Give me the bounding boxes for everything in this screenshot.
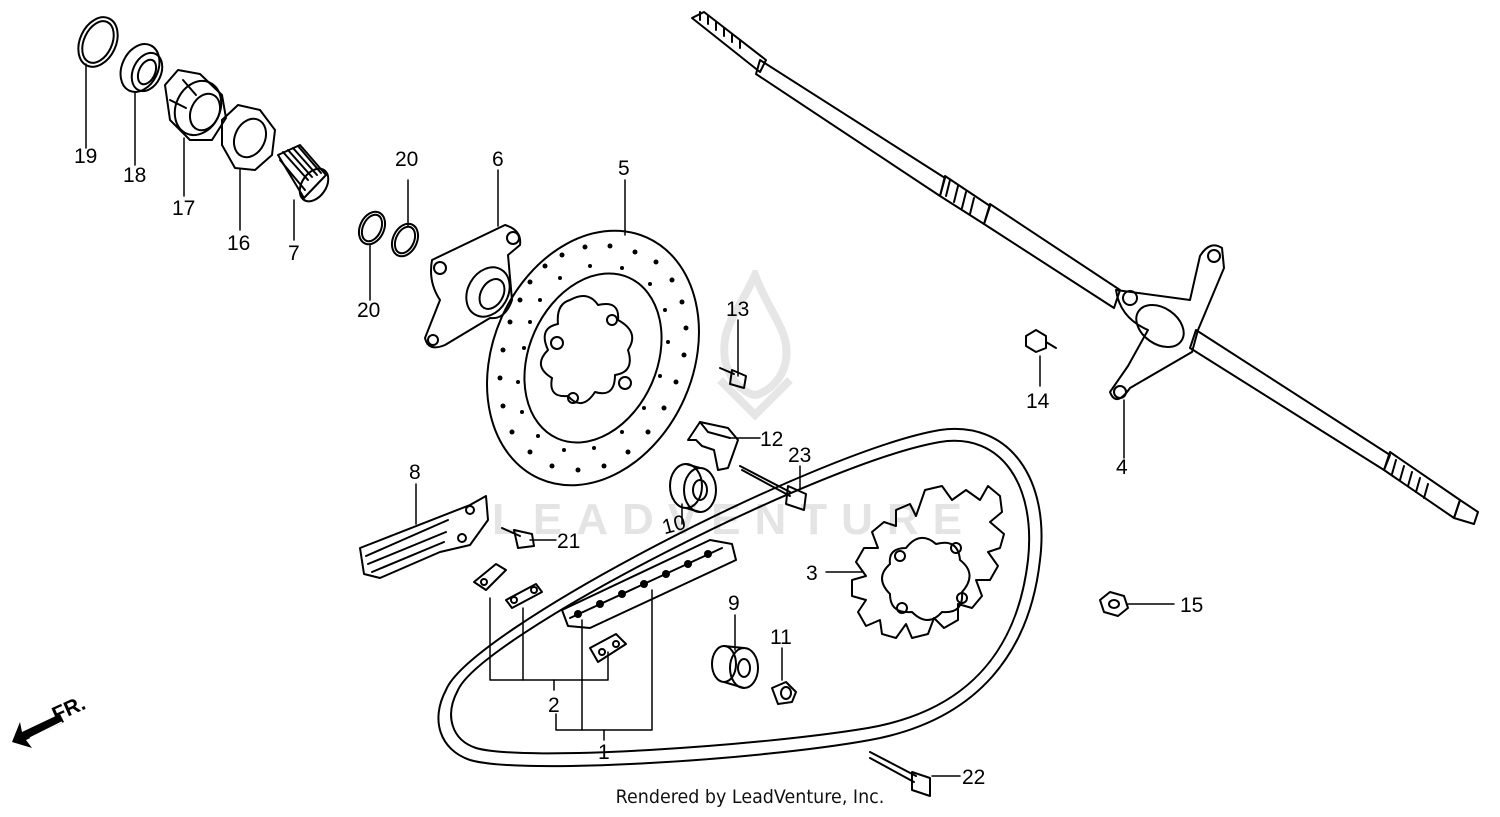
callout-2: 2 — [548, 694, 560, 717]
part-14-nut — [1025, 329, 1057, 353]
leader-lines — [85, 63, 1175, 777]
part-4-hub-flange — [1109, 244, 1225, 400]
callout-4: 4 — [1116, 456, 1128, 479]
part-8-slider — [359, 495, 489, 579]
rear-axle — [691, 11, 1479, 525]
part-19-ring — [77, 16, 119, 68]
callout-13: 13 — [726, 298, 749, 321]
part-17-nut — [164, 69, 227, 141]
part-3-sprocket — [851, 485, 1005, 639]
callout-labels: 19 18 17 16 7 20 20 6 5 13 12 23 8 21 10… — [74, 145, 1203, 789]
part-22-bolt — [869, 751, 931, 797]
front-direction-label: FR. — [49, 692, 89, 727]
callout-14: 14 — [1026, 390, 1050, 413]
callout-10: 10 — [660, 511, 689, 539]
part-13-bolt — [719, 367, 747, 389]
render-credit: Rendered by LeadVenture, Inc. — [615, 786, 885, 808]
callout-5: 5 — [618, 157, 630, 180]
part-1-chain-segment — [561, 539, 737, 629]
part-7-collar — [277, 144, 330, 203]
front-arrow-icon: FR. — [12, 692, 89, 748]
callout-8: 8 — [409, 461, 421, 484]
callout-9: 9 — [728, 592, 740, 615]
callout-15: 15 — [1180, 594, 1203, 617]
callout-7: 7 — [288, 242, 300, 265]
part-9-bearing — [711, 645, 759, 689]
part-16-locknut — [221, 104, 276, 171]
callout-11: 11 — [770, 626, 792, 649]
part-6-hub — [424, 224, 522, 349]
watermark-text: LEADVENTURE — [492, 495, 977, 544]
part-11-collar — [771, 681, 797, 705]
chain-link-plates — [473, 563, 627, 663]
callout-22: 22 — [962, 766, 985, 789]
callout-20-upper: 20 — [395, 148, 418, 171]
callout-17: 17 — [172, 197, 195, 220]
part-23-bolt — [739, 465, 807, 511]
callout-20-lower: 20 — [357, 299, 380, 322]
part-20-o-rings — [357, 210, 420, 258]
callout-1: 1 — [598, 741, 610, 764]
callout-19: 19 — [74, 145, 97, 168]
part-18-seal — [119, 43, 164, 93]
callout-16: 16 — [227, 232, 250, 255]
callout-12: 12 — [760, 428, 783, 451]
callout-18: 18 — [123, 164, 146, 187]
part-12-bracket — [687, 421, 739, 471]
part-21-screw — [501, 527, 535, 549]
callout-6: 6 — [492, 148, 504, 171]
part-5-brake-disc — [486, 229, 700, 487]
callout-21: 21 — [557, 530, 580, 553]
callout-23: 23 — [788, 444, 811, 467]
callout-3: 3 — [806, 562, 818, 585]
drive-chain-loop — [437, 427, 1043, 768]
part-15-nut — [1099, 591, 1129, 617]
part-10-roller — [669, 463, 717, 513]
